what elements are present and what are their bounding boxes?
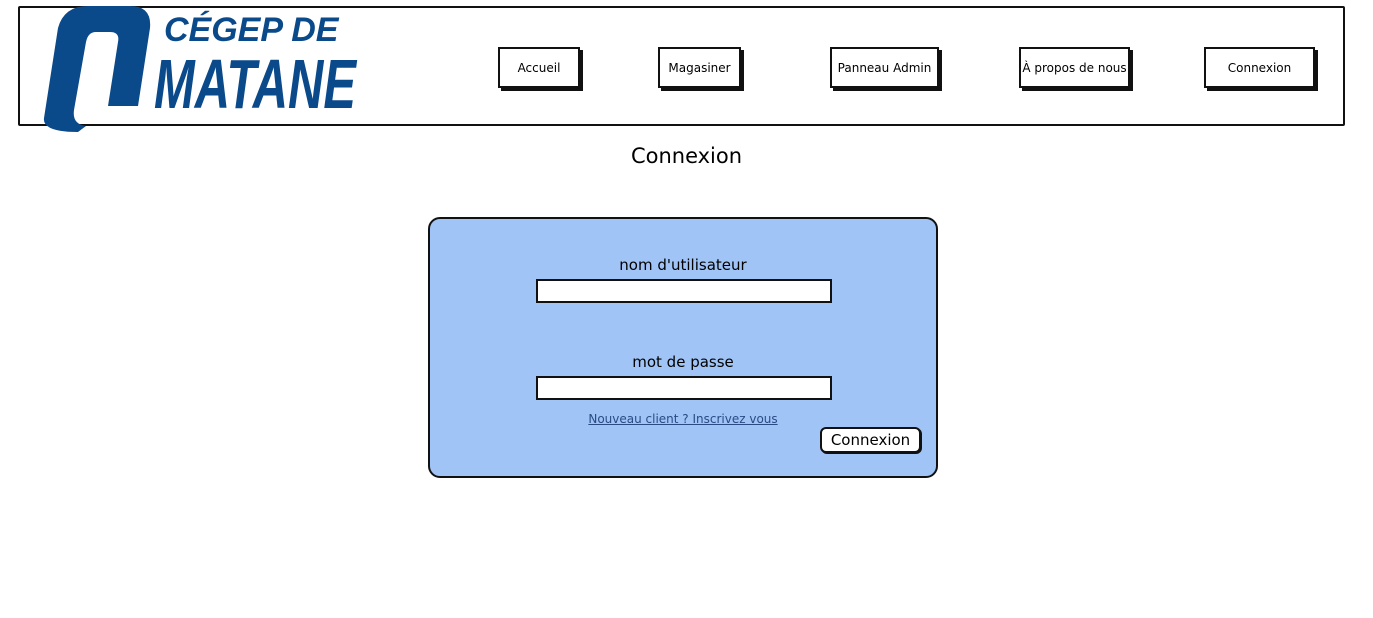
site-header: CÉGEP DE MATANE Accueil Magasiner Pannea… [18,6,1345,132]
username-label: nom d'utilisateur [619,256,747,274]
password-label: mot de passe [632,353,734,371]
password-input[interactable] [536,376,832,400]
page-title: Connexion [630,144,743,168]
cegep-matane-logo[interactable]: CÉGEP DE MATANE [34,6,364,132]
nav-magasiner-button[interactable]: Magasiner [658,47,741,88]
logo-text-bottom: MATANE [154,45,358,123]
login-form-card: nom d'utilisateur mot de passe Nouveau c… [428,217,938,478]
nav-a-propos-button[interactable]: À propos de nous [1019,47,1130,88]
nav-accueil-button[interactable]: Accueil [498,47,580,88]
nav-connexion-button[interactable]: Connexion [1204,47,1315,88]
logo-text-top: CÉGEP DE [164,11,340,49]
login-submit-button[interactable]: Connexion [820,427,921,453]
nav-panneau-admin-button[interactable]: Panneau Admin [830,47,939,88]
signup-link[interactable]: Nouveau client ? Inscrivez vous [588,412,778,426]
username-input[interactable] [536,279,832,303]
